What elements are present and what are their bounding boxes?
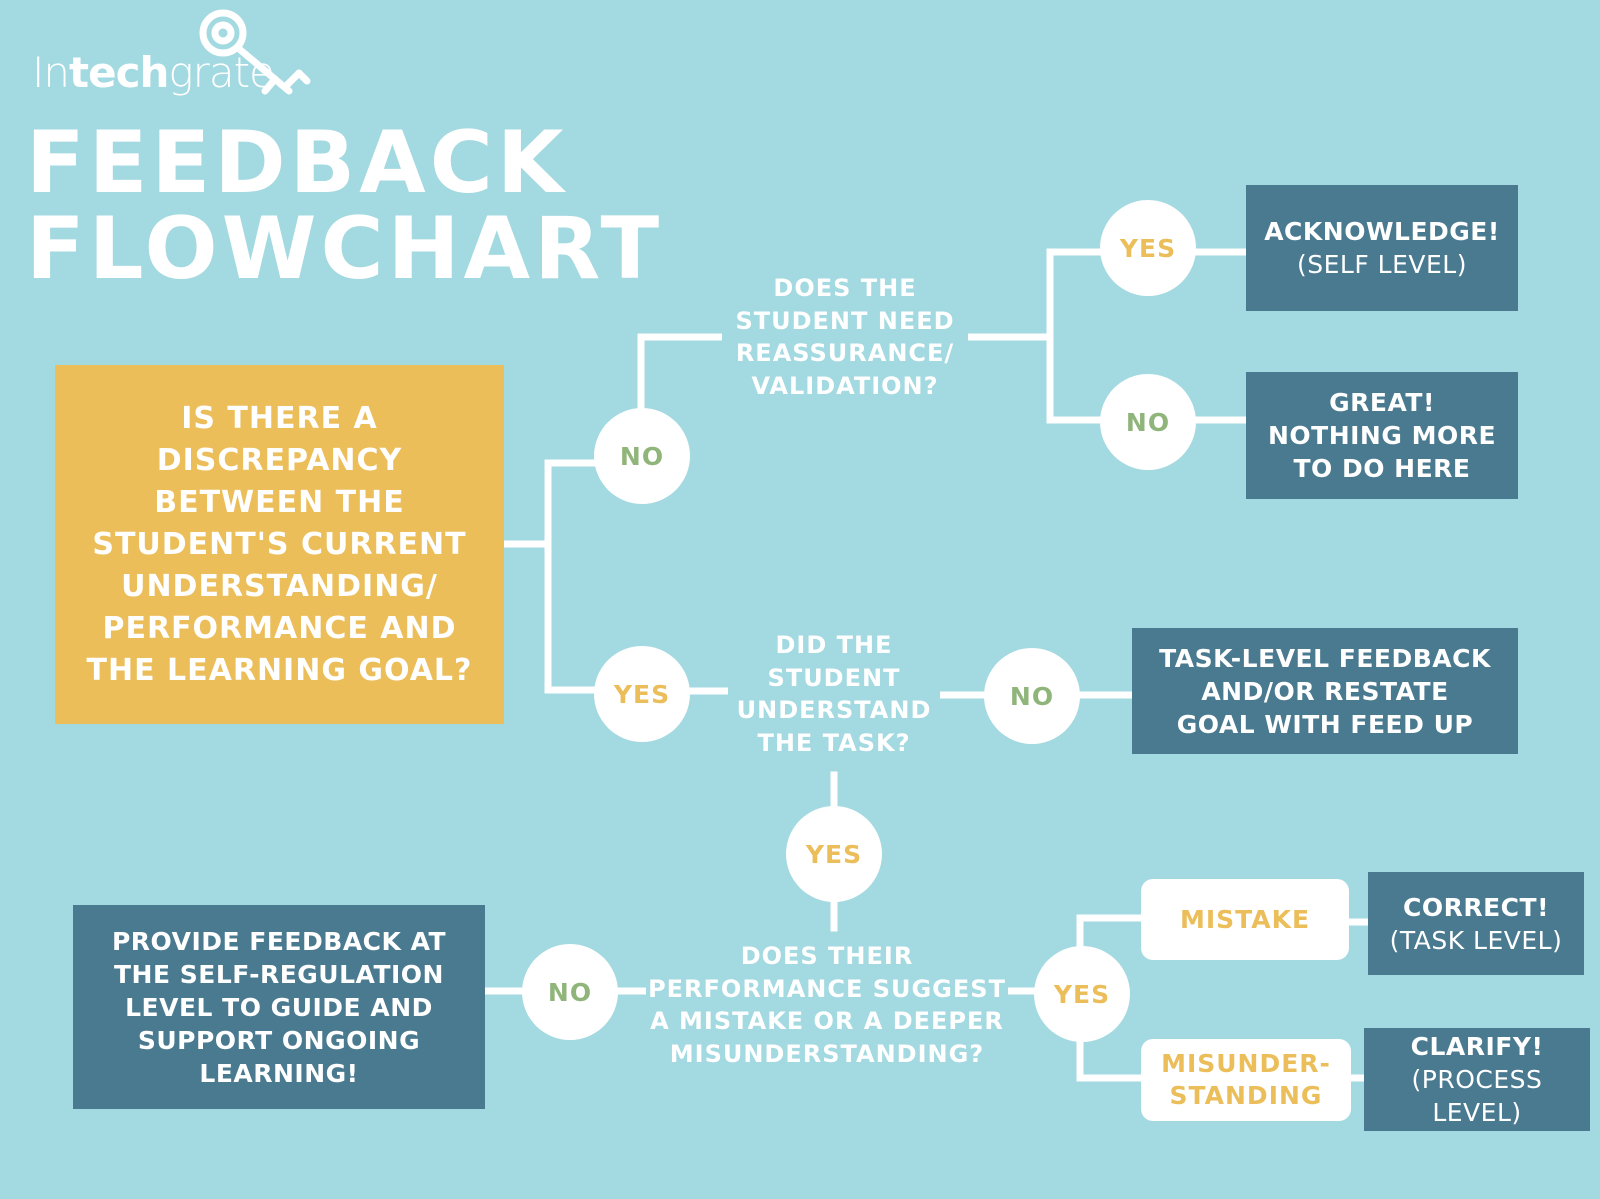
great-outcome: GREAT! NOTHING MORE TO DO HERE [1246,372,1518,499]
page-title: FEEDBACK FLOWCHART [26,113,664,299]
mistake-question: DOES THEIR PERFORMANCE SUGGEST A MISTAKE… [646,940,1008,1070]
reassurance-question: DOES THE STUDENT NEED REASSURANCE/ VALID… [722,272,968,402]
mistake-pill: MISTAKE [1141,879,1349,960]
task-level-outcome: TASK-LEVEL FEEDBACK AND/OR RESTATE GOAL … [1132,628,1518,754]
no-understand-node: NO [984,648,1080,744]
understand-task-question: DID THE STUDENT UNDERSTAND THE TASK? [728,629,940,759]
yes-reassurance-node: YES [1100,200,1196,296]
clarify-outcome: CLARIFY!(PROCESS LEVEL) [1364,1028,1590,1131]
yes-node: YES [594,646,690,742]
yes-mistake-node: YES [1034,946,1130,1042]
correct-outcome: CORRECT!(TASK LEVEL) [1368,872,1584,975]
misunderstanding-pill: MISUNDER- STANDING [1141,1039,1351,1121]
acknowledge-outcome: ACKNOWLEDGE!(SELF LEVEL) [1246,185,1518,311]
no-mistake-node: NO [522,944,618,1040]
no-node: NO [594,408,690,504]
logo-wordmark: Intechgrate [32,48,275,97]
key-icon [199,9,311,95]
no-reassurance-node: NO [1100,374,1196,470]
start-question-box: IS THERE A DISCREPANCY BETWEEN THE STUDE… [55,365,504,724]
self-regulation-outcome: PROVIDE FEEDBACK AT THE SELF-REGULATION … [73,905,485,1109]
yes-understand-node: YES [786,806,882,902]
